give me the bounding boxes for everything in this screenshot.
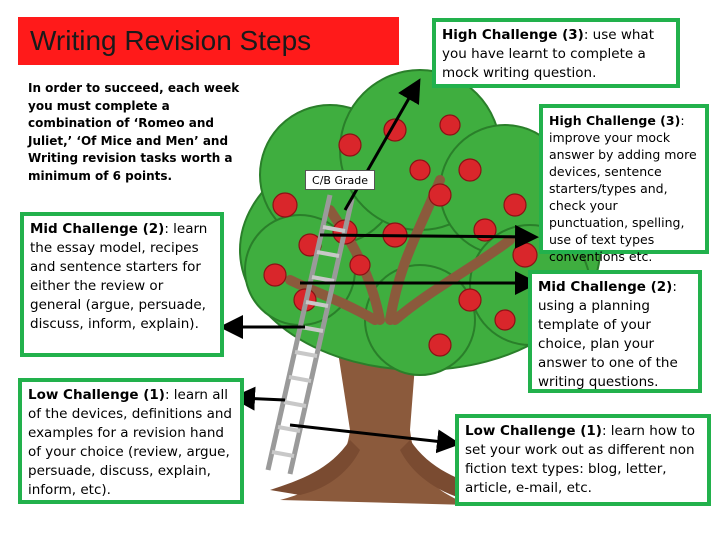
grade-label: C/B Grade (305, 170, 375, 190)
mid-challenge-box-right: Mid Challenge (2): using a planning temp… (528, 270, 702, 393)
box-heading: High Challenge (3) (442, 27, 584, 43)
box-text: : using a planning template of your choi… (538, 279, 678, 390)
box-heading: Mid Challenge (2) (30, 221, 165, 237)
low-challenge-box-left: Low Challenge (1): learn all of the devi… (18, 378, 244, 504)
ladder (265, 194, 355, 475)
box-text: : learn the essay model, recipes and sen… (30, 221, 208, 332)
high-challenge-box-right: High Challenge (3): improve your mock an… (539, 104, 709, 264)
intro-text: In order to succeed, each week you must … (28, 81, 240, 183)
box-text: : learn how to set your work out as diff… (465, 423, 695, 496)
mid-challenge-box-left: Mid Challenge (2): learn the essay model… (20, 212, 224, 357)
page-title: Writing Revision Steps (18, 17, 399, 65)
low-challenge-box-right: Low Challenge (1): learn how to set your… (455, 414, 711, 506)
box-heading: High Challenge (3) (549, 113, 681, 128)
box-heading: Low Challenge (1) (28, 387, 165, 403)
box-text: : use what you have learnt to complete a… (442, 27, 655, 81)
box-text: : improve your mock answer by adding mor… (549, 113, 697, 264)
box-heading: Low Challenge (1) (465, 423, 602, 439)
box-text: : learn all of the devices, definitions … (28, 387, 232, 498)
high-challenge-box-top: High Challenge (3): use what you have le… (432, 18, 680, 88)
box-heading: Mid Challenge (2) (538, 279, 673, 295)
